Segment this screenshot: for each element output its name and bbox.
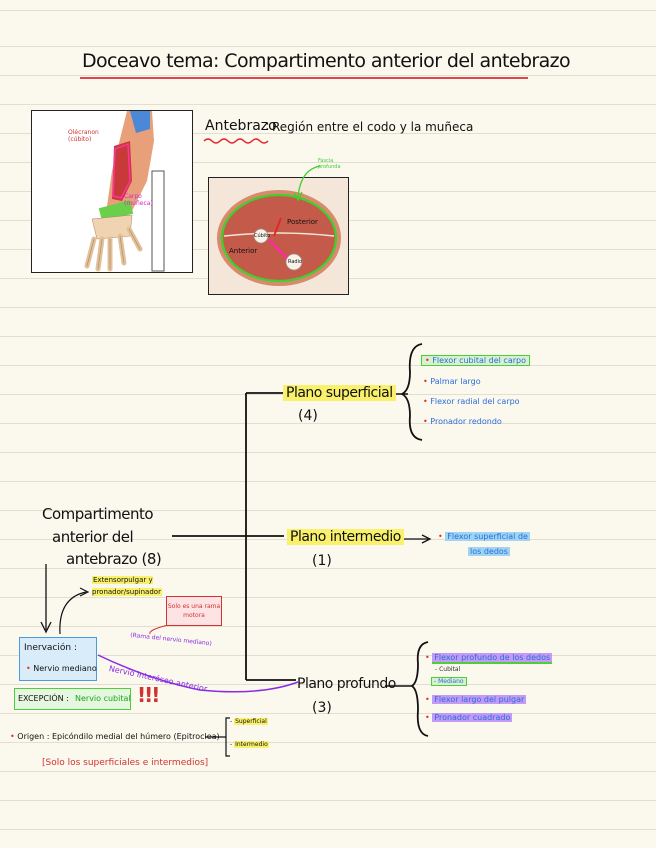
list-item: • Flexor radial del carpo bbox=[423, 397, 520, 406]
bracket-note: [Solo los superficiales e intermedios] bbox=[42, 758, 209, 768]
arm-anatomy-image: Olécranon (cúbito) Carpo (muñeca) bbox=[31, 110, 193, 273]
page-title: Doceavo tema: Compartimento anterior del… bbox=[82, 50, 571, 72]
cs-label-posterior: Posterior bbox=[287, 218, 318, 226]
list-item: - Cubital bbox=[435, 666, 461, 673]
main-label-line3: antebrazo (8) bbox=[66, 550, 162, 568]
plane-profundo-count: (3) bbox=[312, 700, 332, 716]
plane-intermedio-label: Plano intermedio bbox=[287, 529, 404, 545]
term-underline-squiggle bbox=[203, 138, 269, 144]
definition-text: Región entre el codo y la muñeca bbox=[272, 120, 474, 134]
list-item: - Mediano bbox=[431, 677, 467, 686]
inervacion-title: Inervación : bbox=[24, 643, 77, 653]
title-underline bbox=[80, 77, 528, 79]
fascia-label: Fascia profunda bbox=[318, 158, 341, 170]
cs-label-cubito: Cúbito bbox=[254, 233, 271, 239]
definition-colon: : bbox=[265, 118, 270, 134]
fascia-arrow bbox=[293, 165, 321, 202]
list-item: • Flexor profundo de los dedos bbox=[425, 653, 553, 664]
arm-label-carpo: Carpo (muñeca) bbox=[124, 193, 153, 207]
excepcion-box: EXCEPCIÓN : Nervio cubital bbox=[14, 688, 131, 710]
intermedio-item: • Flexor superficial de bbox=[438, 532, 530, 541]
excepcion-label: EXCEPCIÓN : bbox=[18, 694, 69, 703]
plane-profundo-label: Plano profundo bbox=[297, 676, 396, 692]
excepcion-value: Nervio cubital bbox=[75, 694, 131, 703]
definition-term: Antebrazo bbox=[205, 118, 277, 134]
inervacion-value: • Nervio mediano bbox=[26, 664, 97, 673]
exclamation-mark: !!! bbox=[137, 683, 160, 707]
plane-intermedio-count: (1) bbox=[312, 553, 332, 569]
main-label-line2: anterior del bbox=[52, 528, 134, 546]
main-label-line1: Compartimento bbox=[42, 505, 154, 523]
intermedio-item-line2: los dedos bbox=[468, 547, 510, 556]
inervacion-box: Inervación : • Nervio mediano bbox=[19, 637, 97, 681]
list-item: • Flexor largo del pulgar bbox=[425, 695, 527, 704]
list-item: • Flexor cubital del carpo bbox=[421, 355, 530, 366]
cross-section-image: Posterior Anterior Cúbito Radio bbox=[208, 177, 349, 295]
origen-line: • Origen : Epicóndilo medial del húmero … bbox=[10, 732, 220, 741]
cs-label-radio: Radio bbox=[288, 259, 303, 265]
arm-label-olecranon: Olécranon (cúbito) bbox=[68, 129, 99, 143]
solo-rama-box: Solo es una rama motora bbox=[166, 596, 222, 626]
plane-superficial-count: (4) bbox=[298, 408, 318, 424]
list-item: • Palmar largo bbox=[423, 377, 481, 386]
exceptions-note: Extensorpulgar y pronador/supinador bbox=[92, 576, 162, 596]
list-item: • Pronador cuadrado bbox=[425, 713, 513, 722]
origen-superficial: - Superficial bbox=[230, 718, 268, 725]
list-item: • Pronador redondo bbox=[423, 417, 502, 426]
cs-label-anterior: Anterior bbox=[229, 247, 258, 255]
origen-intermedio: - Intermedio bbox=[230, 741, 269, 748]
plane-superficial-label: Plano superficial bbox=[283, 385, 396, 401]
